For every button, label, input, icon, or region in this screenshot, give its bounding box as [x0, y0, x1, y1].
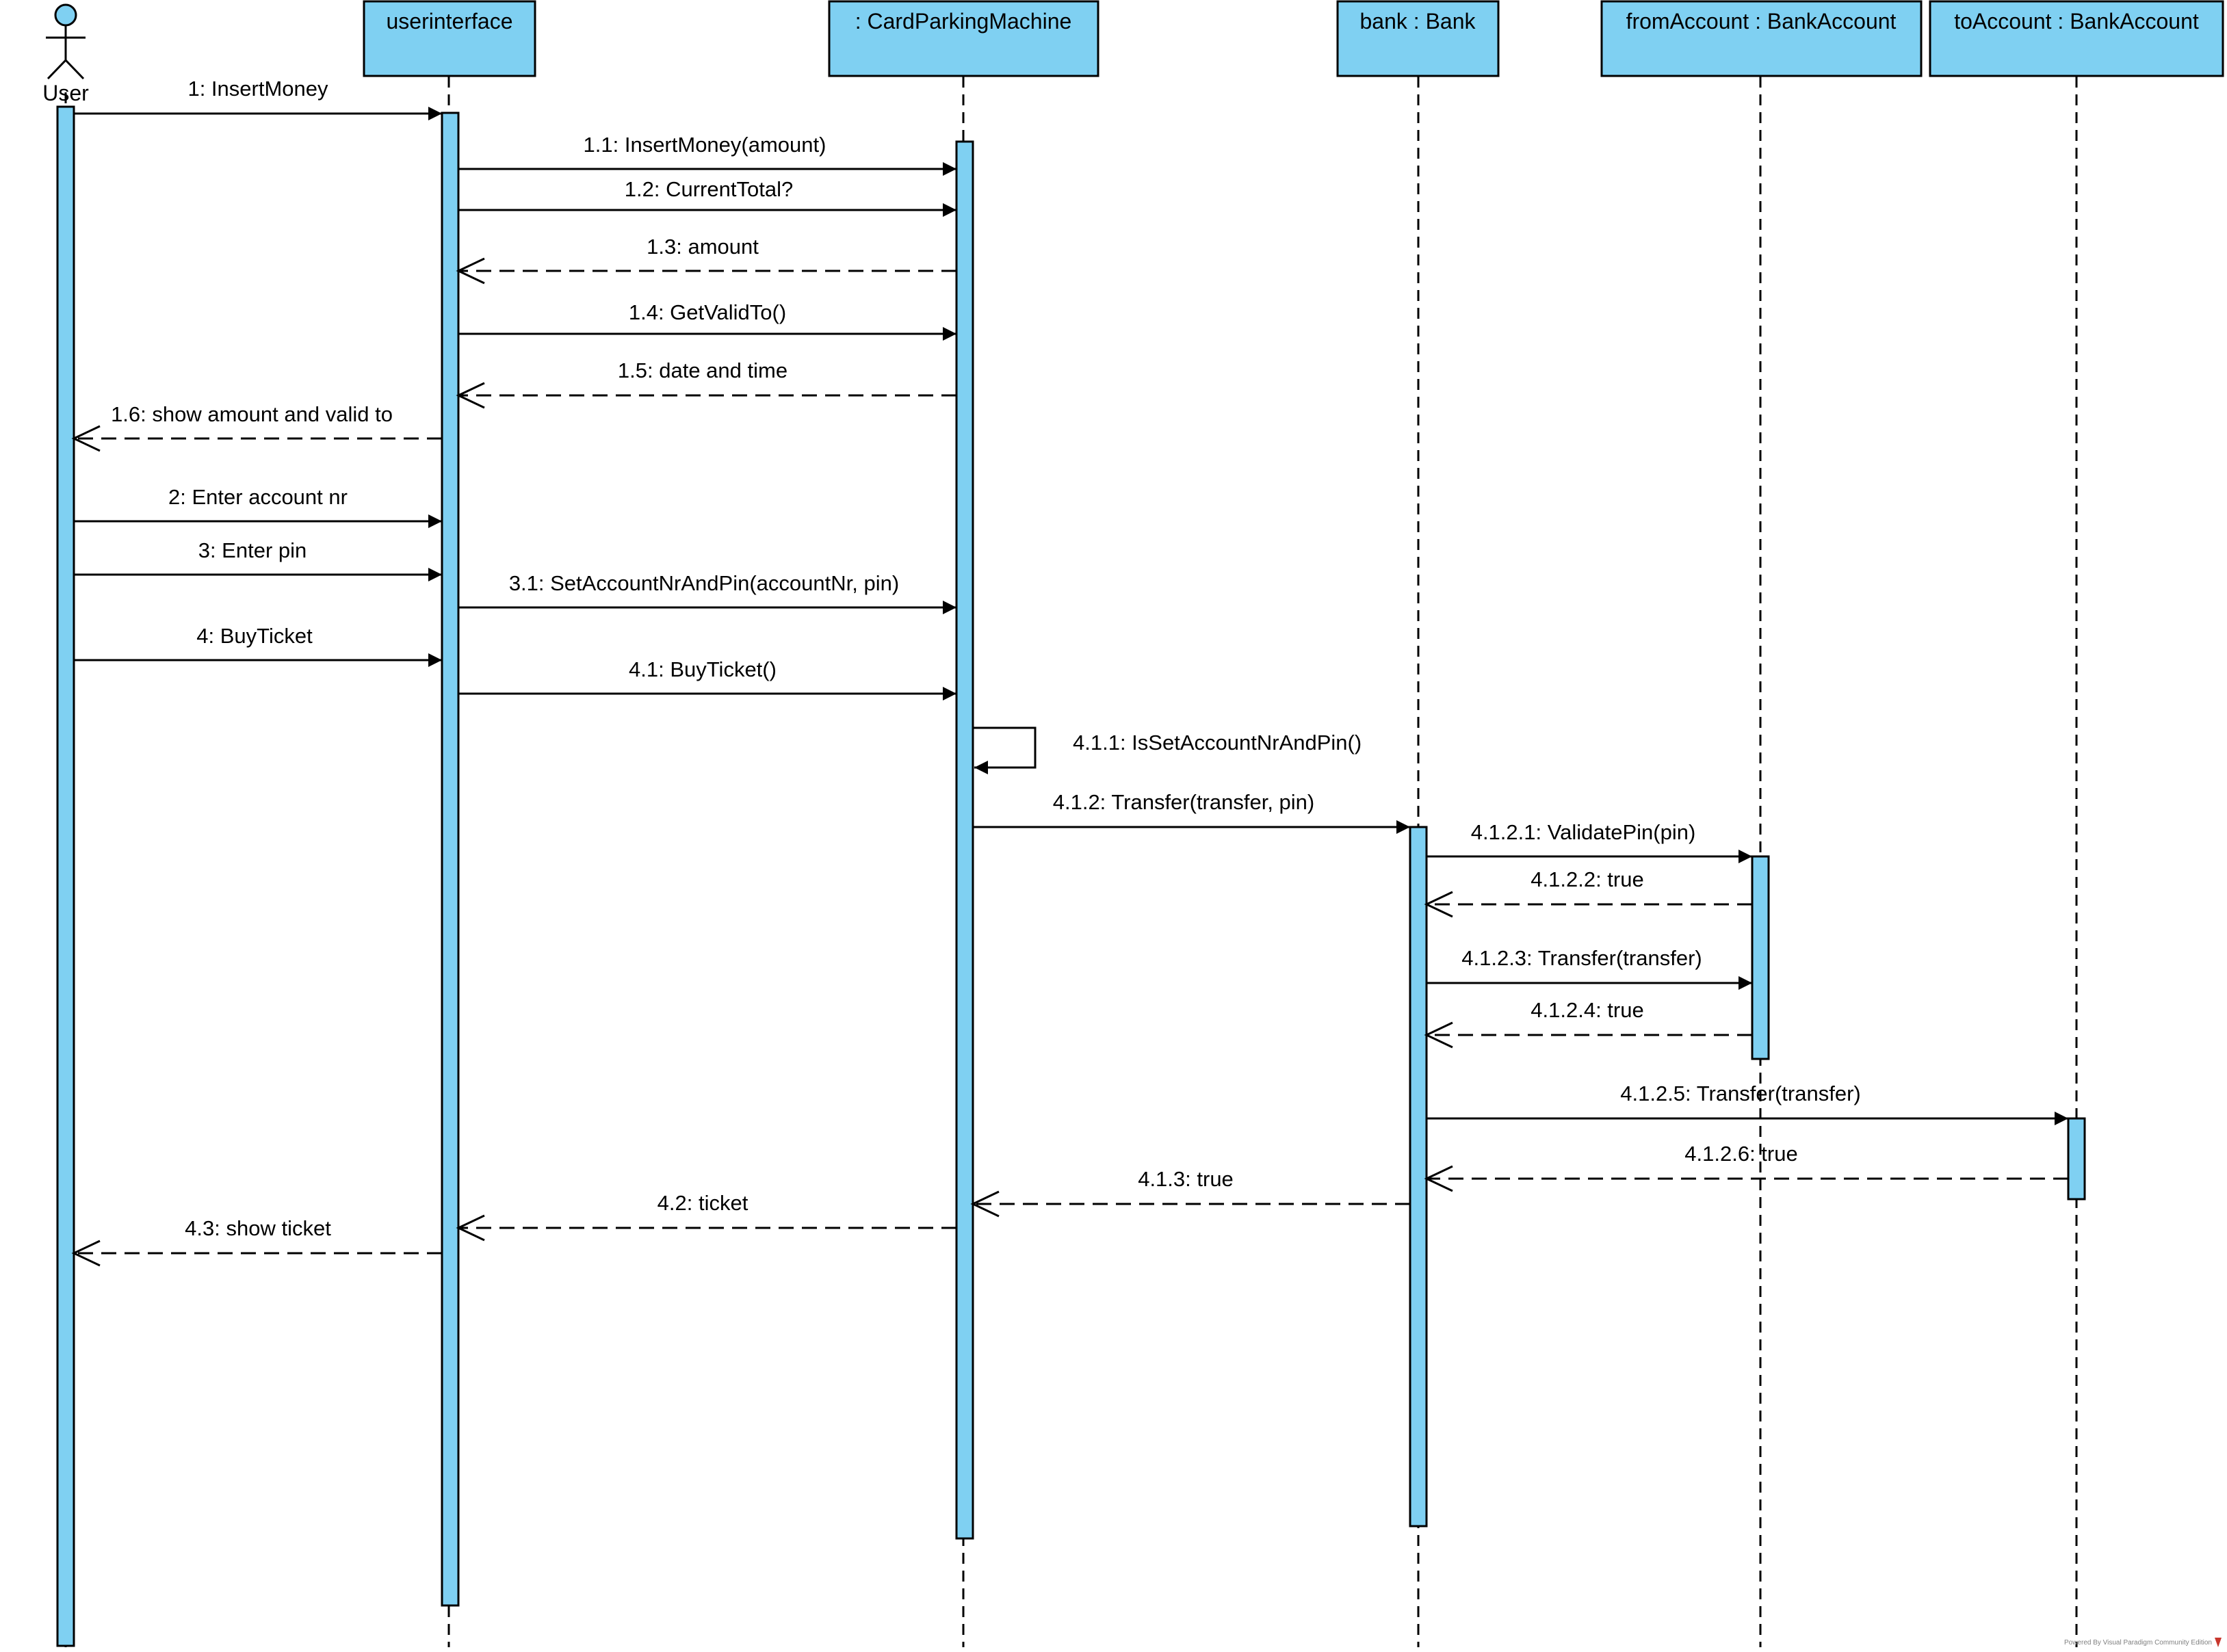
message-label: 4.1.2: Transfer(transfer, pin) [1053, 790, 1315, 814]
message-label: 1.5: date and time [618, 358, 787, 382]
message-label: 1.4: GetValidTo() [629, 300, 786, 324]
activation-bank [1409, 826, 1428, 1528]
message-label: 1.2: CurrentTotal? [625, 177, 793, 201]
message-label: 1.1: InsertMoney(amount) [584, 133, 826, 157]
message-label: 4.2: ticket [657, 1191, 748, 1215]
message-label: 3.1: SetAccountNrAndPin(accountNr, pin) [509, 571, 899, 595]
lifeline-box-fromaccount [1600, 0, 1923, 77]
message-label: 4.1.2.6: true [1684, 1142, 1797, 1166]
actor-label: User [42, 81, 89, 105]
activation-userinterface [441, 112, 460, 1607]
lifeline-label-fromaccount: fromAccount : BankAccount [1626, 9, 1897, 34]
message-label: 3: Enter pin [198, 538, 307, 562]
return-arrowhead [71, 1240, 101, 1267]
lifeline-label-bank: bank : Bank [1360, 9, 1476, 34]
user-actor [46, 3, 86, 80]
lifeline-headers: userinterface : CardParkingMachine bank … [363, 0, 2224, 77]
activation-cardparkingmachine [955, 140, 974, 1540]
message-label: 4.1: BuyTicket() [629, 657, 777, 681]
message-label: 4.1.2.5: Transfer(transfer) [1620, 1081, 1860, 1105]
return-arrowhead [1424, 1021, 1453, 1049]
return-arrowhead [71, 425, 101, 452]
activation-toaccount [2067, 1117, 2086, 1201]
actor-left-leg [47, 59, 67, 80]
message-label: 4.1.1: IsSetAccountNrAndPin() [1073, 731, 1362, 755]
message-label: 1.3: amount [647, 235, 759, 259]
message-label: 4: BuyTicket [196, 624, 313, 648]
activation-user [56, 105, 75, 1647]
message-label: 2: Enter account nr [168, 485, 348, 509]
message-label: 4.1.2.4: true [1531, 998, 1643, 1022]
actor-head [54, 3, 77, 27]
activation-bars [56, 105, 2086, 1647]
message-label: 4.1.3: true [1138, 1167, 1234, 1191]
lifeline-lines [64, 77, 2078, 1647]
message-label: 1.6: show amount and valid to [111, 402, 393, 426]
lifeline-box-userinterface [363, 0, 536, 77]
message-label: 1: InsertMoney [187, 77, 328, 101]
footer-text: Powered By Visual Paradigm Community Edi… [2064, 1639, 2212, 1647]
lifeline-label-toaccount: toAccount : BankAccount [1954, 9, 2199, 34]
message-labels: 1: InsertMoney 1.1: InsertMoney(amount) … [111, 77, 1861, 1240]
lifeline-label-userinterface: userinterface [387, 9, 513, 34]
lifeline-box-toaccount [1929, 0, 2224, 77]
visual-paradigm-logo-icon [2215, 1638, 2222, 1647]
message-label: 4.3: show ticket [185, 1216, 331, 1240]
messages [71, 107, 2068, 1267]
message-label: 4.1.2.3: Transfer(transfer) [1461, 946, 1702, 970]
activation-fromaccount [1751, 855, 1770, 1060]
return-arrowhead [456, 1214, 485, 1242]
return-arrowhead [1424, 891, 1453, 918]
actor-right-leg [64, 59, 85, 80]
lifeline-box-cardparkingmachine [828, 0, 1099, 77]
return-arrowhead [1424, 1165, 1453, 1192]
lifeline-box-bank [1336, 0, 1500, 77]
footer: Powered By Visual Paradigm Community Edi… [2064, 1638, 2222, 1647]
return-arrowhead [456, 257, 485, 285]
message-label: 4.1.2.2: true [1531, 867, 1643, 891]
return-arrowhead [970, 1190, 1000, 1218]
return-arrowhead [456, 382, 485, 409]
lifeline-label-cardparkingmachine: : CardParkingMachine [855, 9, 1072, 34]
message-label: 4.1.2.1: ValidatePin(pin) [1471, 820, 1696, 844]
self-message-arrow [973, 726, 1037, 774]
